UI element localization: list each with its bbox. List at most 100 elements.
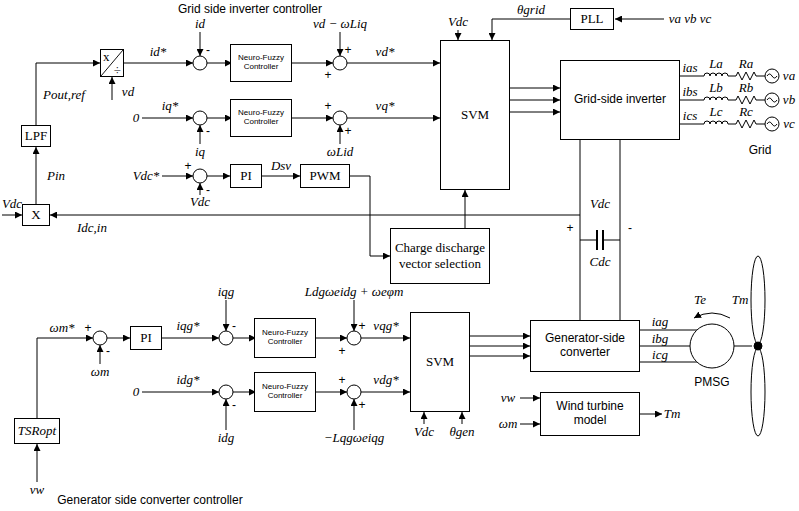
grid-label: Grid [749,143,772,157]
tsr-block: TSRopt [14,418,60,444]
signal-arrow [290,118,333,119]
block-text: SVM [461,107,489,123]
summing-junction [333,111,347,125]
generator-turbine [690,324,734,368]
signal-label: icg [652,347,668,363]
signal-label: iq [195,144,205,160]
signal-arrow [694,313,730,318]
signal-arrow [200,125,201,144]
signal-label: vc [783,116,795,132]
signal-label: ωm* [49,320,74,336]
dc-link [620,140,621,320]
signal-arrow [226,399,227,430]
signal-label: va [783,68,795,84]
signal-connector [465,190,466,228]
signal-label: θgen [449,424,474,440]
signal-label: vd [122,84,134,100]
signal-label: Vdc [590,196,610,212]
sign-label: + [358,398,365,412]
sign-label: + [566,221,573,235]
signal-connector [350,176,390,256]
svm-block: SVM [440,40,510,190]
signal-connector [492,19,570,40]
block-text: Grid-side inverter [574,93,666,107]
signal-label: iqg* [176,318,199,334]
signal-label: vb [783,92,795,108]
signal-arrow [2,215,22,216]
neuro-fuzzy-controller: Neuro-Fuzzy Controller [230,44,292,82]
block-text: PLL [580,11,603,27]
summing-junction [219,331,233,345]
signal-arrow [2,19,730,482]
signal-arrow [207,63,232,64]
sign-label: - [232,398,236,412]
sign-label: + [184,159,191,173]
pi-controller: PI [230,164,262,188]
signal-label: Vdc [2,196,22,212]
section-title: Generator side converter controller [57,493,242,507]
signal-label: Ldgωeidg + ωeφm [305,284,404,300]
block-text: Charge discharge vector selection [394,240,486,272]
sign-label: + [358,319,365,333]
signal-arrow [233,338,256,339]
neuro-fuzzy-controller: Neuro-Fuzzy Controller [230,99,292,137]
signal-label: Tm [732,292,749,308]
signal-arrow [37,338,93,418]
block-text: Generator-side converter [534,332,636,360]
connector-label: Pout,ref [42,87,86,103]
summing-junction [93,331,107,345]
block-text: TSRopt [18,423,56,439]
signal-arrow [340,125,341,144]
signal-label: iq* [162,98,179,114]
signal-label: Lc [710,104,723,120]
grid-line [767,122,777,126]
signal-arrow [520,424,540,425]
signal-arrow [354,399,355,430]
grid-line [765,93,779,107]
dc-link [580,240,597,241]
summing-junction [219,385,233,399]
block-text: PWM [309,168,340,184]
signal-arrow [207,176,230,177]
signal-label: Vdc [448,14,468,30]
signal-arrow [50,215,580,216]
block-text: ÷ [114,63,121,76]
pi-controller: PI [130,326,162,350]
signal-arrow [510,112,560,113]
signal-arrow [142,118,193,119]
block-text: PI [240,168,252,184]
signal-arrow [361,338,410,339]
signal-arrow [107,338,130,339]
signal-connector [36,147,37,204]
signal-arrow [142,392,219,393]
block-text: SVM [426,354,454,370]
dc-link [580,140,620,320]
divider-slash [101,50,123,76]
signal-arrow [615,19,664,20]
signal-label: vd − ωLiq [313,16,367,32]
summing-junction [193,56,207,70]
machine-label: PMSG [694,375,729,389]
converter-block: Generator-side converter [530,320,640,372]
signal-arrow [640,414,662,415]
signal-arrow [340,32,341,56]
block-text: X [31,207,40,223]
signal-label: ωm [91,364,110,380]
block-text: Neuro-Fuzzy Controller [256,329,314,347]
sign-label: - [232,319,236,333]
signal-label: vw [501,390,515,406]
summing-junction [193,111,207,125]
sign-label: + [84,321,91,335]
sign-label: - [206,124,210,138]
signal-arrow [314,338,347,339]
signal-arrow [200,32,201,56]
sign-label: + [344,43,351,57]
signal-label: idg* [176,372,199,388]
grid-line [765,69,779,83]
signal-label: Ra [739,56,753,72]
signal-label: ibs [682,84,697,100]
summing-junction [333,56,347,70]
sign-label: - [206,43,210,57]
turbine-model-block: Wind turbine model [540,392,640,436]
